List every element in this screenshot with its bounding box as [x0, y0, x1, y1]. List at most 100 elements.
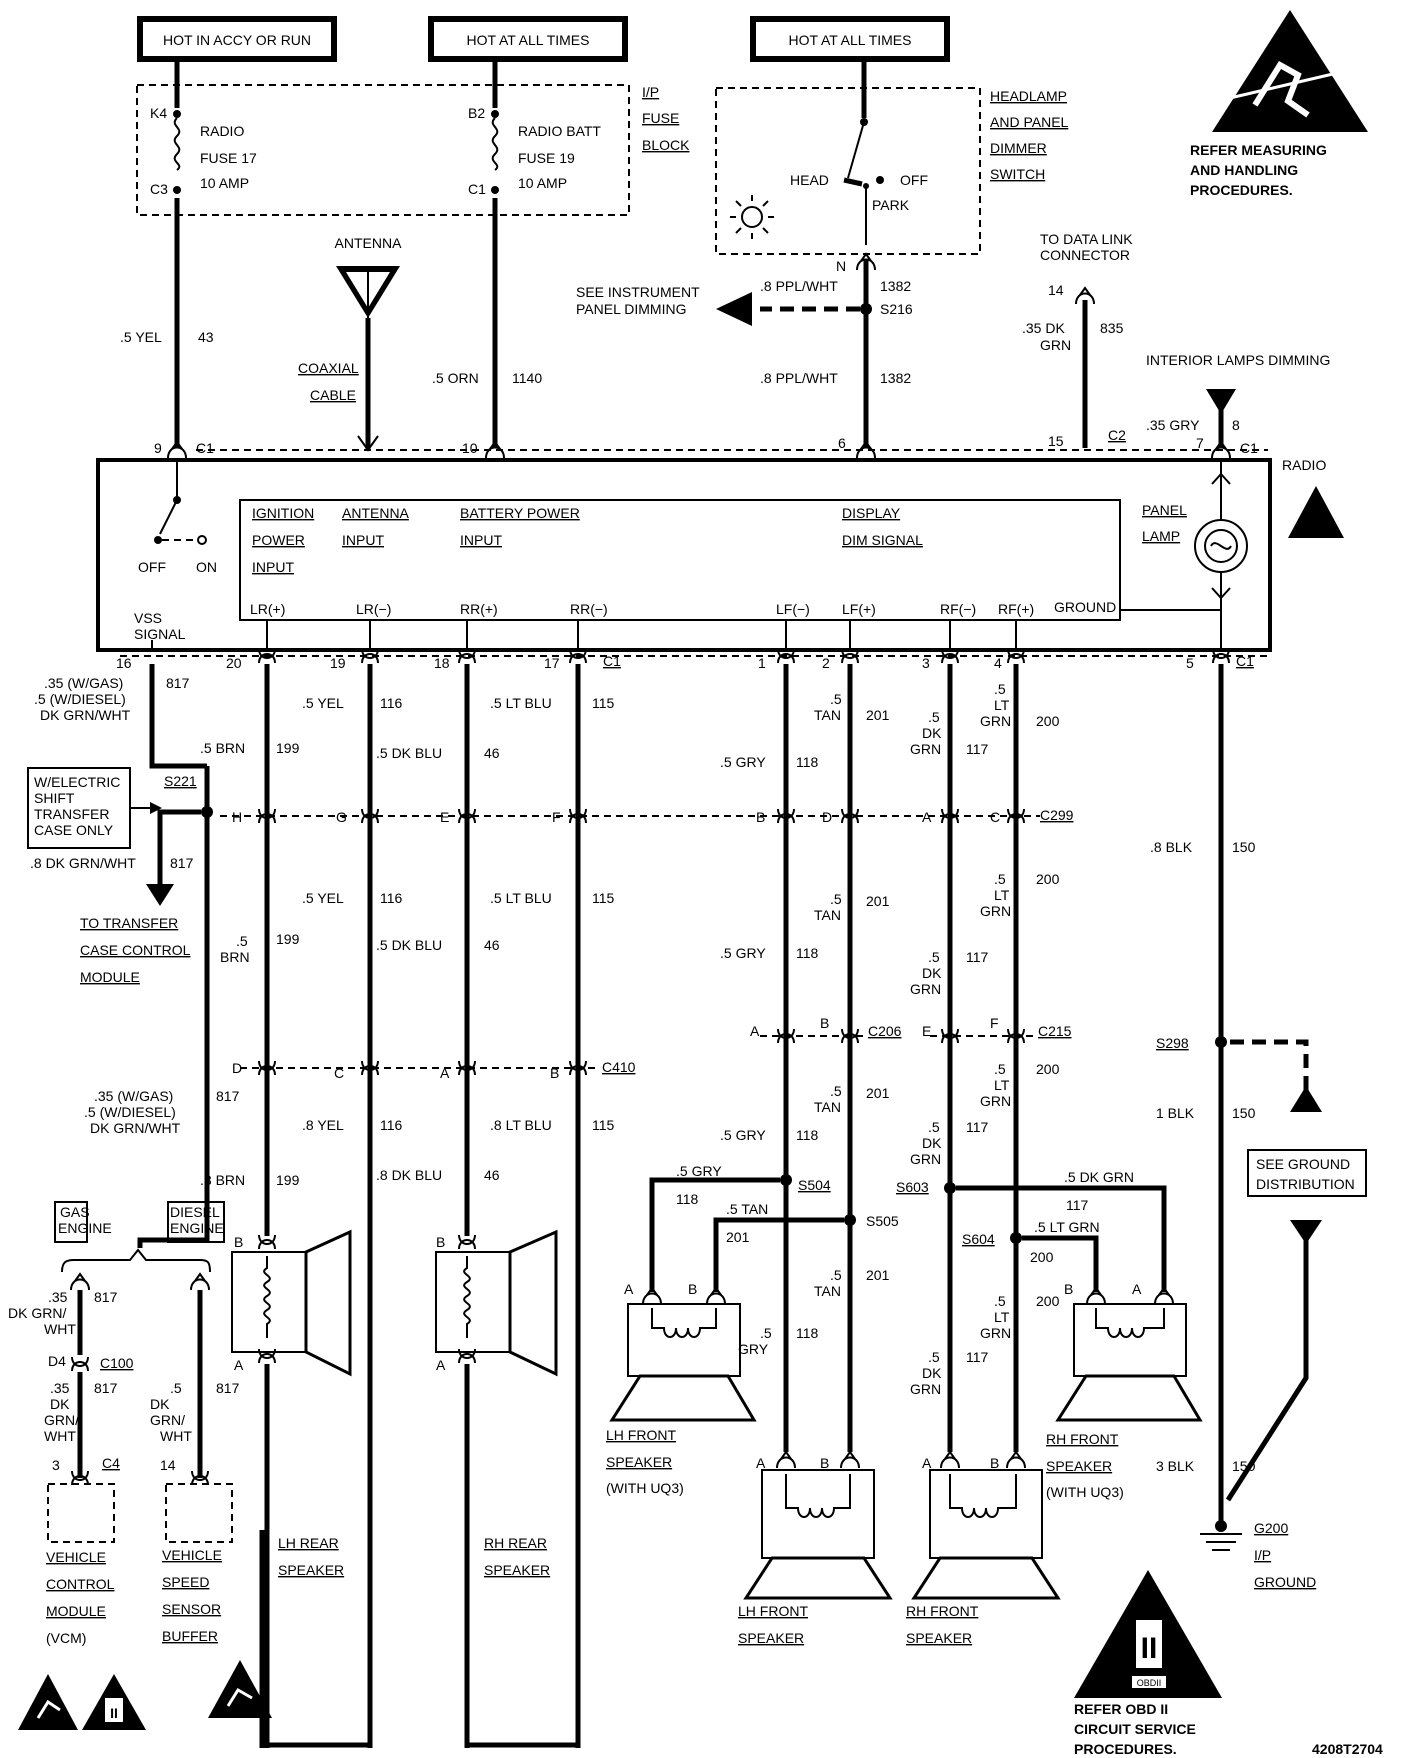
- svg-text:F: F: [990, 1015, 999, 1031]
- svg-text:VEHICLE: VEHICLE: [46, 1549, 106, 1565]
- svg-text:.5: .5: [928, 709, 940, 725]
- svg-text:A: A: [922, 809, 932, 825]
- svg-text:TRANSFER: TRANSFER: [34, 806, 109, 822]
- svg-text:INTERIOR LAMPS DIMMING: INTERIOR LAMPS DIMMING: [1146, 352, 1330, 368]
- svg-text:817: 817: [166, 675, 190, 691]
- svg-text:SPEAKER: SPEAKER: [1046, 1458, 1112, 1474]
- lamp-icon: [741, 206, 763, 228]
- svg-text:118: 118: [676, 1191, 699, 1207]
- svg-text:INPUT: INPUT: [342, 532, 384, 548]
- svg-text:DIM SIGNAL: DIM SIGNAL: [842, 532, 923, 548]
- document-id: 4208T2704: [1312, 1741, 1383, 1757]
- svg-text:200: 200: [1036, 871, 1060, 887]
- svg-text:117: 117: [966, 949, 989, 965]
- svg-text:116: 116: [380, 1117, 403, 1133]
- svg-text:.5 (W/DIESEL): .5 (W/DIESEL): [84, 1104, 176, 1120]
- svg-text:117: 117: [966, 1119, 989, 1135]
- svg-text:S603: S603: [896, 1179, 929, 1195]
- svg-text:RR(+): RR(+): [460, 601, 498, 617]
- svg-text:GRY: GRY: [738, 1341, 769, 1357]
- svg-text:DIESEL: DIESEL: [170, 1204, 220, 1220]
- svg-text:GRN: GRN: [980, 1093, 1011, 1109]
- obd-ii-warning-icon: II OBDII: [1074, 1570, 1222, 1698]
- svg-text:.5 YEL: .5 YEL: [302, 695, 344, 711]
- svg-text:S298: S298: [1156, 1035, 1189, 1051]
- svg-text:19: 19: [330, 655, 346, 671]
- svg-text:GRN: GRN: [910, 1151, 941, 1167]
- svg-text:RR(−): RR(−): [570, 601, 608, 617]
- svg-text:DK: DK: [150, 1396, 170, 1412]
- panel-lamp: [1194, 460, 1248, 650]
- svg-text:817: 817: [216, 1380, 240, 1396]
- svg-text:201: 201: [866, 707, 890, 723]
- svg-text:201: 201: [866, 893, 890, 909]
- svg-text:TO DATA LINK: TO DATA LINK: [1040, 231, 1133, 247]
- svg-text:GRN: GRN: [910, 981, 941, 997]
- esd-warning-icon: [1212, 10, 1368, 132]
- svg-text:S505: S505: [866, 1213, 899, 1229]
- svg-text:DK: DK: [922, 1365, 942, 1381]
- svg-text:S216: S216: [880, 301, 913, 317]
- svg-text:46: 46: [484, 745, 500, 761]
- svg-text:201: 201: [866, 1085, 890, 1101]
- svg-text:46: 46: [484, 937, 500, 953]
- headlamp-panel-dimmer-switch: HEAD OFF PARK HEADLAMP AND PANEL DIMMER …: [715, 62, 1069, 274]
- svg-text:.5: .5: [830, 891, 842, 907]
- svg-text:.5 DK BLU: .5 DK BLU: [376, 745, 442, 761]
- svg-text:C206: C206: [868, 1023, 902, 1039]
- svg-text:LT: LT: [994, 1077, 1010, 1093]
- svg-text:AND HANDLING: AND HANDLING: [1190, 162, 1298, 178]
- svg-text:199: 199: [276, 1172, 300, 1188]
- svg-text:D4: D4: [48, 1353, 66, 1369]
- svg-text:14: 14: [160, 1457, 176, 1473]
- svg-text:LH FRONT: LH FRONT: [606, 1427, 676, 1443]
- svg-text:A: A: [1132, 1281, 1142, 1297]
- svg-text:GAS: GAS: [60, 1204, 90, 1220]
- svg-text:CONNECTOR: CONNECTOR: [1040, 247, 1130, 263]
- vss-circuit-817: .35 (W/GAS) .5 (W/DIESEL) DK GRN/WHT 817…: [8, 664, 240, 1646]
- svg-text:LT: LT: [994, 887, 1010, 903]
- svg-text:LF(−): LF(−): [776, 601, 810, 617]
- svg-text:7: 7: [1196, 435, 1204, 451]
- svg-text:RH REAR: RH REAR: [484, 1535, 547, 1551]
- svg-text:A: A: [234, 1357, 244, 1373]
- svg-text:GRN: GRN: [980, 903, 1011, 919]
- svg-text:ANTENNA: ANTENNA: [342, 505, 410, 521]
- svg-text:200: 200: [1036, 713, 1060, 729]
- svg-text:(VCM): (VCM): [46, 1630, 86, 1646]
- radio: 9 C1 10 6 15 C2 7 C1 RADIO OFF ON VSS SI…: [96, 427, 1344, 671]
- svg-text:3: 3: [52, 1457, 60, 1473]
- svg-text:LH REAR: LH REAR: [278, 1535, 339, 1551]
- svg-text:DK GRN/WHT: DK GRN/WHT: [40, 707, 131, 723]
- svg-text:.8 DK BLU: .8 DK BLU: [376, 1167, 442, 1183]
- svg-text:B: B: [1064, 1281, 1073, 1297]
- svg-text:201: 201: [866, 1267, 890, 1283]
- svg-text:LT: LT: [994, 697, 1010, 713]
- svg-text:.35: .35: [50, 1380, 70, 1396]
- svg-text:A: A: [750, 1023, 760, 1039]
- svg-text:B: B: [820, 1015, 829, 1031]
- svg-text:SENSOR: SENSOR: [162, 1601, 221, 1617]
- svg-text:CASE ONLY: CASE ONLY: [34, 822, 114, 838]
- svg-text:C2: C2: [1108, 427, 1126, 443]
- svg-text:C: C: [990, 809, 1000, 825]
- svg-text:3 BLK: 3 BLK: [1156, 1458, 1195, 1474]
- svg-text:SHIFT: SHIFT: [34, 790, 75, 806]
- svg-text:RADIO BATT: RADIO BATT: [518, 123, 601, 139]
- svg-text:DISTRIBUTION: DISTRIBUTION: [1256, 1176, 1355, 1192]
- radio-output-stubs: [151, 620, 1017, 650]
- svg-text:.5 (W/DIESEL): .5 (W/DIESEL): [34, 691, 126, 707]
- svg-text:.5 LT GRN: .5 LT GRN: [1034, 1219, 1100, 1235]
- svg-text:D: D: [232, 1060, 242, 1076]
- svg-text:GRN/: GRN/: [44, 1412, 79, 1428]
- rh-rear-speaker: B A RH REAR SPEAKER: [435, 1229, 578, 1748]
- svg-text:C1: C1: [468, 181, 486, 197]
- svg-text:1382: 1382: [880, 370, 911, 386]
- svg-text:WHT: WHT: [160, 1428, 192, 1444]
- svg-text:IGNITION: IGNITION: [252, 505, 314, 521]
- svg-text:199: 199: [276, 931, 300, 947]
- svg-text:118: 118: [796, 1127, 819, 1143]
- svg-text:B: B: [234, 1234, 243, 1250]
- svg-text:TAN: TAN: [814, 1099, 841, 1115]
